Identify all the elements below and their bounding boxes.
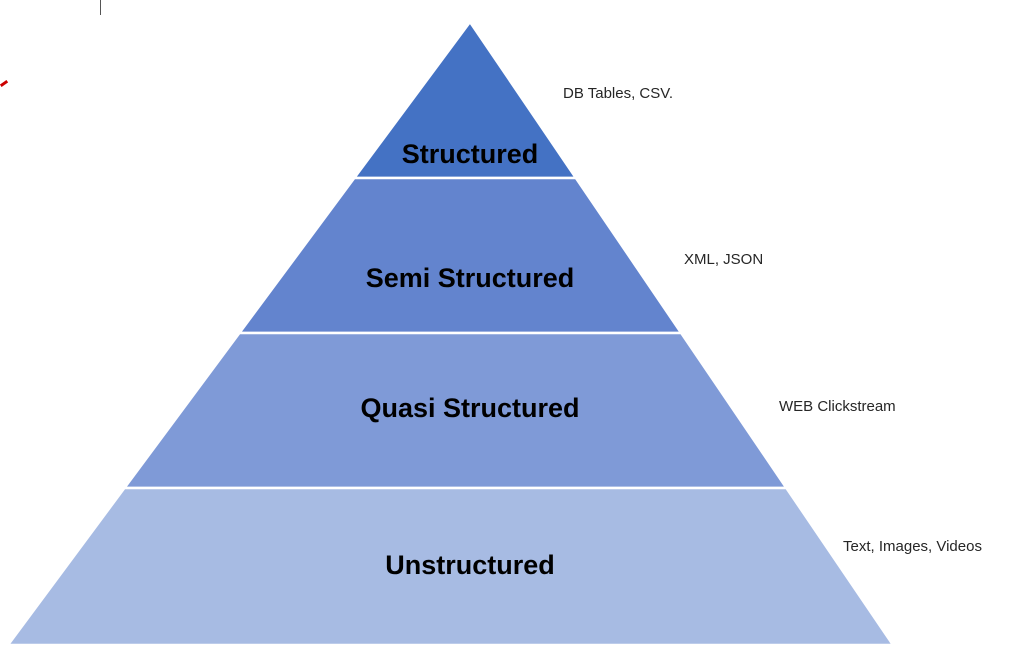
text-cursor-artifact	[100, 0, 101, 15]
layer-label-unstructured: Unstructured	[385, 550, 555, 580]
layer-label-structured: Structured	[402, 139, 539, 169]
annotation-structured: DB Tables, CSV.	[563, 85, 673, 102]
annotation-semi-structured: XML, JSON	[684, 251, 763, 268]
annotation-unstructured: Text, Images, Videos	[843, 538, 982, 555]
pyramid-layer-unstructured	[5, 486, 896, 647]
layer-label-quasi-structured: Quasi Structured	[360, 393, 579, 423]
layer-label-semi-structured: Semi Structured	[366, 263, 575, 293]
annotation-quasi-structured: WEB Clickstream	[779, 398, 896, 415]
pyramid-layer-semi-structured	[236, 176, 684, 335]
